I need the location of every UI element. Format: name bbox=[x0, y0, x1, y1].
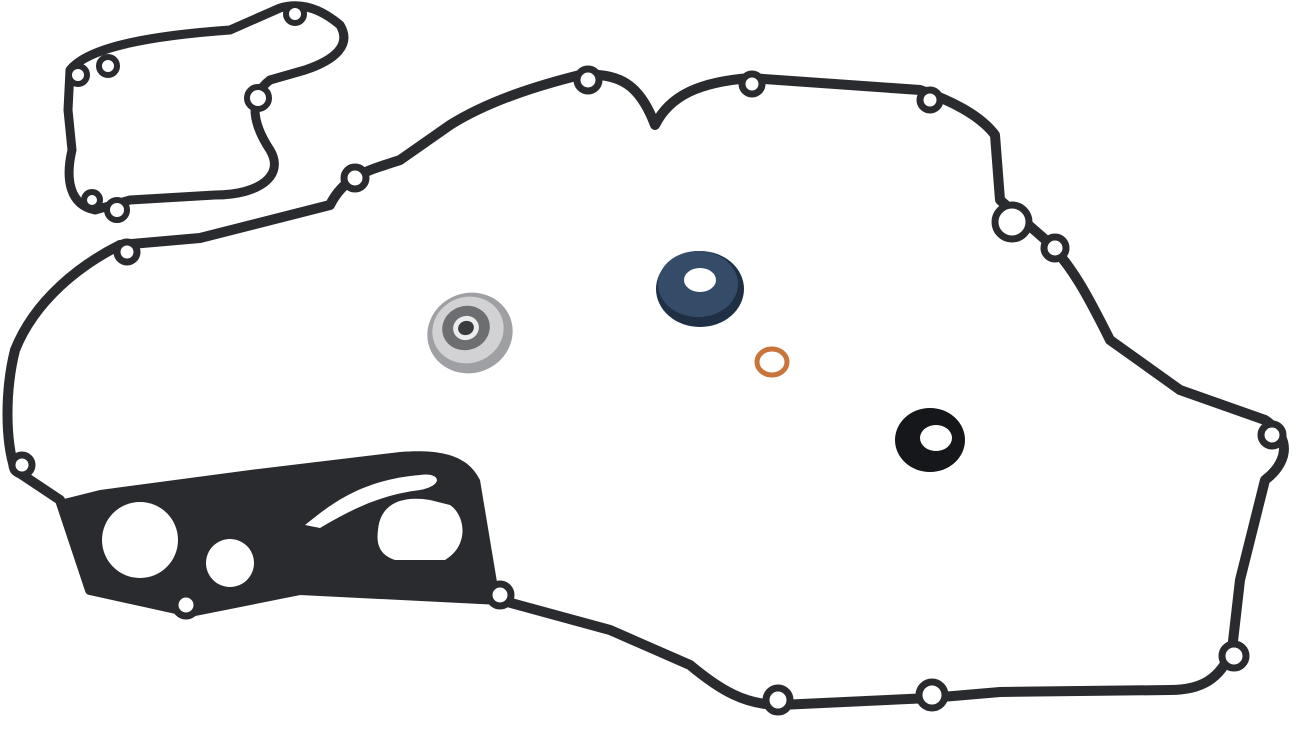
bearing bbox=[427, 292, 513, 374]
water-pump-gasket-holes bbox=[66, 2, 307, 223]
copper-washer bbox=[754, 346, 790, 378]
black-oil-seal bbox=[895, 408, 965, 472]
cover-gasket bbox=[2, 65, 1289, 716]
bolt-holes bbox=[8, 65, 1287, 716]
blue-oil-seal bbox=[656, 251, 744, 327]
water-pump-gasket bbox=[63, 1, 349, 215]
